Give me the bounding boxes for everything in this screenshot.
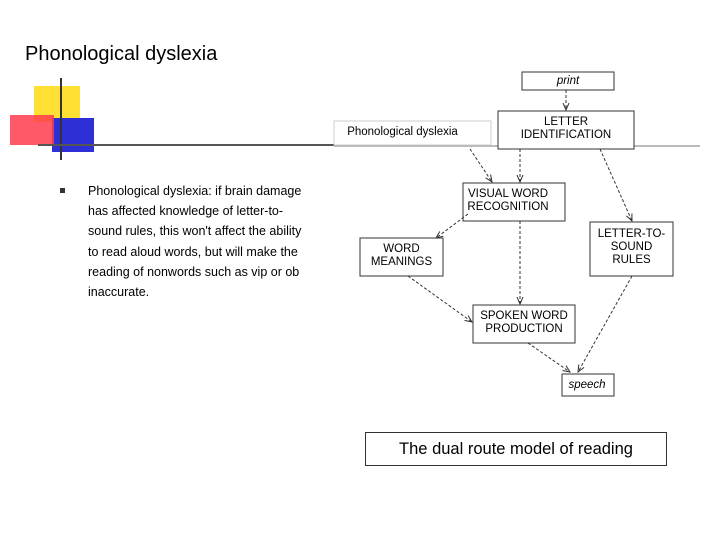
deco-horizontal-line [38, 144, 338, 146]
letter-identification-label: LETTER IDENTIFICATION [520, 116, 612, 141]
diagram-caption: The dual route model of reading [365, 432, 667, 466]
slide-title: Phonological dyslexia [25, 43, 218, 65]
spoken-word-production-box [472, 304, 576, 344]
visual-word-recognition-box [462, 182, 566, 222]
arrow-letter-id-to-lts [599, 148, 632, 221]
speech-box [561, 373, 615, 397]
speech-label: speech [568, 379, 606, 391]
header-label: Phonological dyslexia [347, 126, 458, 138]
bullet-marker [60, 188, 65, 193]
word-meanings-label: WORD MEANINGS [370, 243, 433, 268]
letter-identification-box [497, 110, 635, 150]
bullet-text: Phonological dyslexia: if brain damage h… [88, 184, 302, 300]
header-label-box [333, 120, 492, 146]
arrow-lts-to-speech [578, 275, 633, 372]
arrow-header-to-visual [469, 148, 492, 182]
arrow-visual-to-meanings [436, 213, 469, 238]
deco-red-square [10, 115, 54, 145]
visual-word-recognition-label: VISUAL WORD RECOGNITION [467, 188, 549, 213]
spoken-word-production-label: SPOKEN WORD PRODUCTION [480, 310, 568, 335]
deco-vertical-line [60, 78, 62, 160]
arrow-spoken-to-speech [527, 342, 570, 372]
letter-to-sound-rules-label: LETTER-TO- SOUND RULES [597, 228, 666, 266]
word-meanings-box [359, 237, 444, 277]
print-label: print [556, 75, 580, 87]
letter-to-sound-rules-box [589, 221, 674, 277]
print-box [521, 71, 615, 91]
deco-blue-square [52, 118, 94, 152]
arrow-meanings-to-spoken [407, 275, 472, 322]
